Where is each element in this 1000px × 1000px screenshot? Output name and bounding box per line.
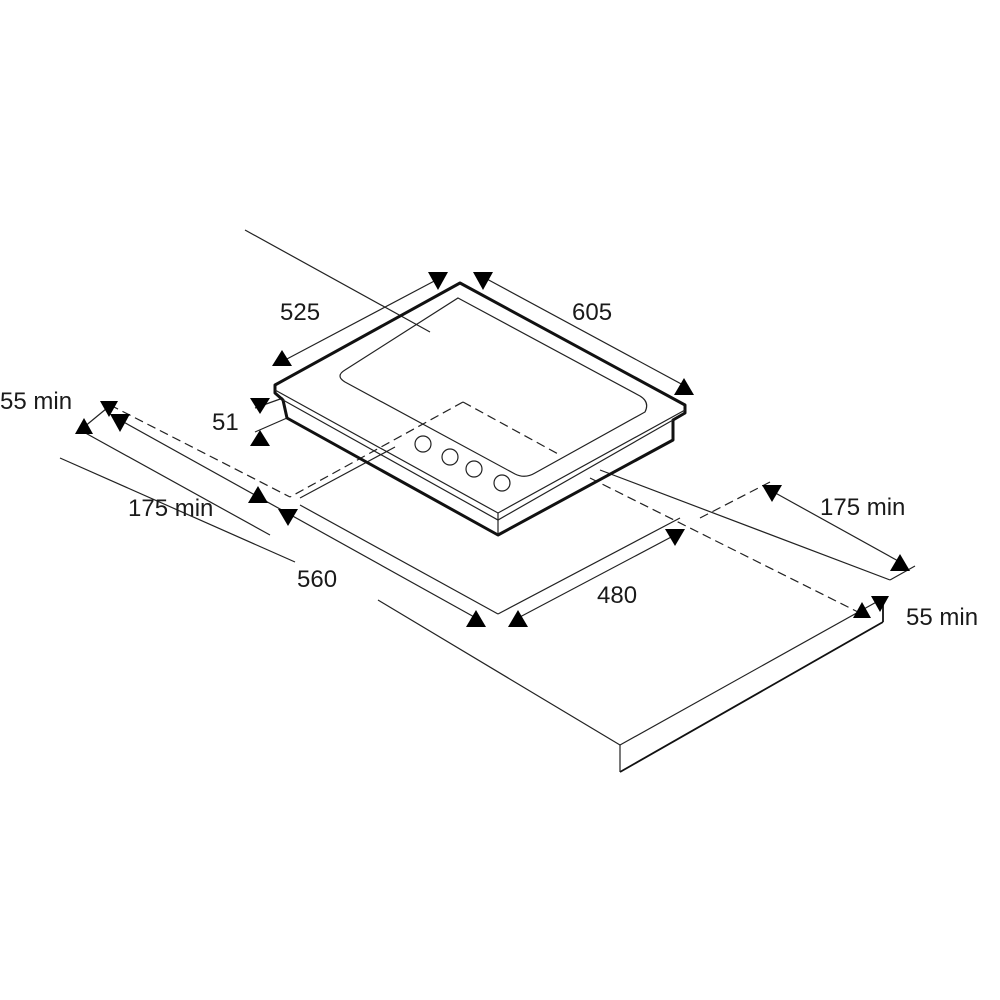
dimension-lines	[77, 277, 901, 619]
arrow-down-icon	[473, 272, 493, 290]
extension-lines	[79, 397, 916, 615]
arrow-down-icon	[250, 398, 270, 414]
dim-label-51: 51	[212, 409, 239, 436]
arrow-up-icon	[853, 602, 871, 618]
arrow-up-icon	[248, 486, 268, 503]
arrow-up-icon	[250, 430, 270, 446]
dim-label-480: 480	[597, 582, 637, 609]
arrow-up-icon	[75, 418, 93, 434]
arrow-up-icon	[508, 610, 528, 627]
knob	[441, 448, 459, 466]
dim-label-55-min-right: 55 min	[906, 604, 978, 631]
arrow-down-icon	[665, 529, 685, 546]
arrow-up-icon	[466, 610, 486, 627]
arrow-down-icon	[278, 509, 298, 526]
arrow-up-icon	[674, 378, 694, 395]
arrow-down-icon	[110, 414, 130, 432]
cutout-outline	[109, 401, 863, 615]
glass-panel	[339, 297, 648, 477]
knob	[465, 460, 483, 478]
arrow-down-icon	[762, 485, 782, 502]
arrow-down-icon	[871, 596, 889, 612]
arrowheads	[75, 272, 910, 627]
arrow-down-icon	[428, 272, 448, 290]
arrow-down-icon	[100, 401, 118, 417]
dim-label-175-min-right: 175 min	[820, 494, 905, 521]
dim-label-525: 525	[280, 299, 320, 326]
knob	[414, 435, 432, 453]
arrow-up-icon	[272, 350, 292, 366]
hob	[273, 281, 687, 537]
dim-label-605: 605	[572, 299, 612, 326]
dim-label-55-min-left: 55 min	[0, 388, 72, 415]
arrow-up-icon	[890, 554, 910, 571]
knob	[493, 474, 511, 492]
wall-line	[244, 229, 431, 333]
dim-label-175-min-left: 175 min	[128, 495, 213, 522]
dim-label-560: 560	[297, 566, 337, 593]
